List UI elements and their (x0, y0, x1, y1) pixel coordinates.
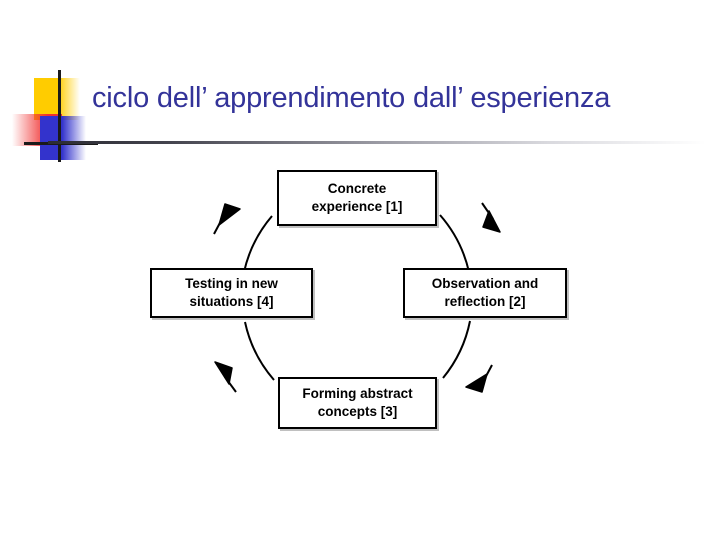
title-divider (48, 141, 706, 144)
decorative-logo (12, 70, 98, 162)
node-right-line1: Observation and (431, 276, 539, 291)
node-top-line2: experience [1] (311, 199, 403, 214)
cycle-node-forming-abstract-concepts[interactable]: Forming abstract concepts [3] (278, 377, 437, 429)
yellow-square-icon (34, 78, 80, 120)
cycle-node-concrete-experience[interactable]: Concrete experience [1] (277, 170, 437, 226)
arc-top-left (243, 215, 273, 273)
blue-square-icon (40, 116, 86, 160)
node-top-line1: Concrete (327, 181, 387, 196)
arrow-bottom-left-icon (214, 361, 237, 393)
slide-title: ciclo dell’ apprendimento dall’ esperien… (92, 82, 611, 114)
cycle-node-testing-in-new-situations[interactable]: Testing in new situations [4] (150, 268, 313, 318)
node-right-line2: reflection [2] (444, 294, 526, 309)
node-bottom-line2: concepts [3] (317, 404, 398, 419)
cycle-node-observation-and-reflection[interactable]: Observation and reflection [2] (403, 268, 567, 318)
node-left-line2: situations [4] (189, 294, 274, 309)
node-bottom-line1: Forming abstract (302, 386, 413, 401)
arrow-bottom-right-icon (465, 364, 493, 393)
node-left-line1: Testing in new (185, 276, 278, 291)
cross-vertical-line-icon (58, 70, 61, 162)
arc-top-right (439, 214, 470, 273)
arc-bottom-left (244, 321, 275, 381)
arrow-top-right-icon (481, 202, 501, 233)
arrow-top-left-icon (213, 203, 241, 235)
arc-bottom-right (442, 320, 471, 379)
